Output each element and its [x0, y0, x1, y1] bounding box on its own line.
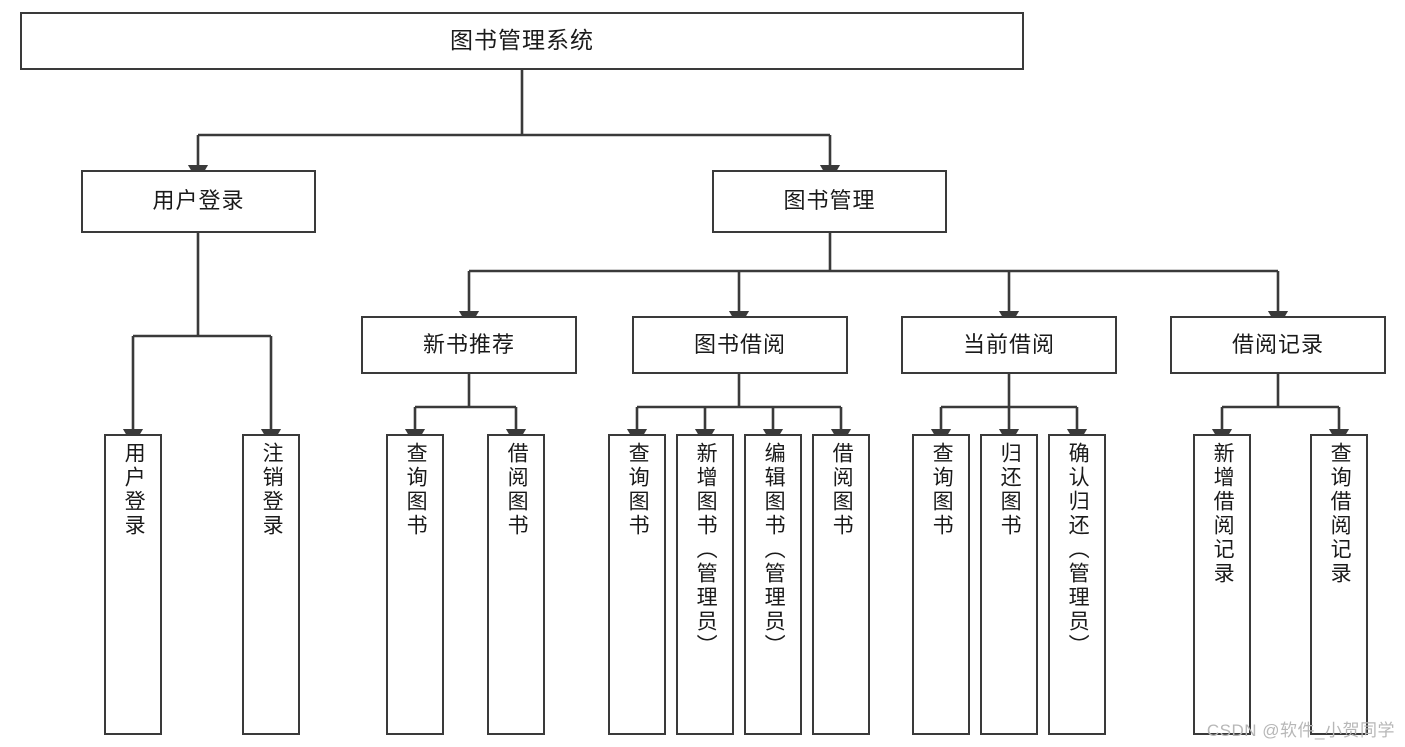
node-root-system[interactable]: 图书管理系统 [20, 12, 1024, 70]
node-label: 新书推荐 [422, 331, 515, 357]
leaf-query-book-new-recommend[interactable]: 查询图书 [386, 434, 444, 735]
leaf-edit-book-admin[interactable]: 编辑图书（管理员） [744, 434, 802, 735]
node-label: 用户登录 [122, 442, 146, 538]
watermark-text: CSDN @软件_小贺同学 [1206, 721, 1395, 740]
node-label: 新增借阅记录 [1211, 442, 1235, 586]
node-label: 编辑图书（管理员） [762, 442, 786, 658]
node-current-borrow[interactable]: 当前借阅 [901, 316, 1117, 374]
leaf-borrow-book-borrow[interactable]: 借阅图书 [812, 434, 870, 735]
node-label: 查询图书 [626, 442, 650, 538]
node-label: 新增图书（管理员） [694, 442, 718, 658]
leaf-query-book-borrow[interactable]: 查询图书 [608, 434, 666, 735]
node-book-borrow[interactable]: 图书借阅 [632, 316, 848, 374]
leaf-confirm-return-admin[interactable]: 确认归还（管理员） [1048, 434, 1106, 735]
leaf-user-login[interactable]: 用户登录 [104, 434, 162, 735]
leaf-return-book[interactable]: 归还图书 [980, 434, 1038, 735]
node-label: 注销登录 [260, 442, 284, 538]
node-label: 查询借阅记录 [1328, 442, 1352, 586]
node-label: 当前借阅 [962, 331, 1055, 357]
leaf-add-borrow-record[interactable]: 新增借阅记录 [1193, 434, 1251, 735]
node-label: 查询图书 [404, 442, 428, 538]
node-label: 图书借阅 [693, 331, 786, 357]
node-label: 借阅记录 [1231, 331, 1324, 357]
node-label: 借阅图书 [830, 442, 854, 538]
node-label: 查询图书 [930, 442, 954, 538]
node-user-login[interactable]: 用户登录 [81, 170, 316, 233]
node-label: 图书管理 [783, 188, 876, 214]
leaf-borrow-book-new-recommend[interactable]: 借阅图书 [487, 434, 545, 735]
leaf-logout[interactable]: 注销登录 [242, 434, 300, 735]
leaf-query-book-current[interactable]: 查询图书 [912, 434, 970, 735]
leaf-add-book-admin[interactable]: 新增图书（管理员） [676, 434, 734, 735]
node-label: 确认归还（管理员） [1066, 442, 1090, 658]
node-book-manage[interactable]: 图书管理 [712, 170, 947, 233]
node-label: 图书管理系统 [450, 27, 594, 54]
node-borrow-record[interactable]: 借阅记录 [1170, 316, 1386, 374]
node-label: 用户登录 [152, 188, 245, 214]
node-new-book-recommend[interactable]: 新书推荐 [361, 316, 577, 374]
node-label: 借阅图书 [505, 442, 529, 538]
leaf-query-borrow-record[interactable]: 查询借阅记录 [1310, 434, 1368, 735]
node-label: 归还图书 [998, 442, 1022, 538]
